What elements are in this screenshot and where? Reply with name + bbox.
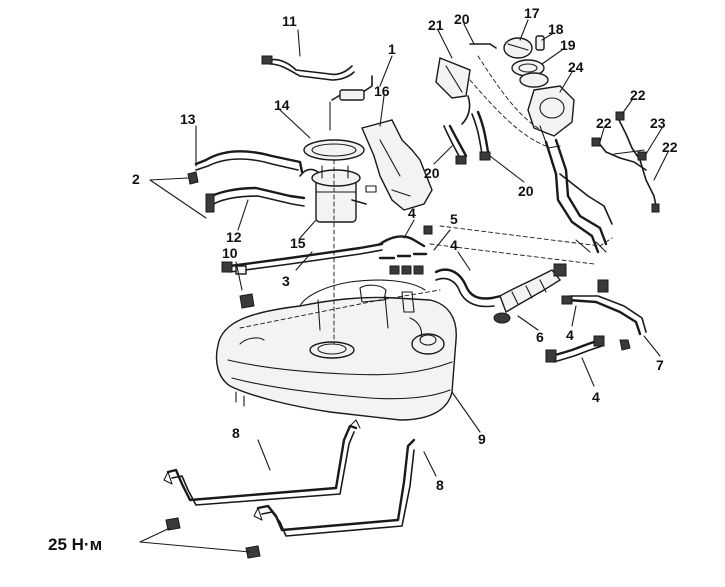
- filler-neck-housing: [527, 85, 575, 149]
- routing-dash-a: [439, 225, 613, 247]
- return-line-lower: [561, 279, 647, 336]
- label-22-top: 22: [630, 87, 646, 103]
- label-1: 1: [388, 41, 396, 57]
- vapor-tube: [221, 242, 384, 273]
- torque-spec: 25 Н·м: [48, 535, 102, 554]
- label-24: 24: [568, 59, 584, 75]
- charcoal-canister: [435, 43, 497, 125]
- label-20-right: 20: [518, 183, 534, 199]
- label-23: 23: [650, 115, 666, 131]
- hose-group-center: [378, 225, 433, 275]
- pump-connector: [329, 75, 373, 131]
- label-4-bottom: 4: [592, 389, 600, 405]
- label-4-right: 4: [450, 237, 458, 253]
- tank-strap-right: [253, 438, 416, 537]
- heat-shield-clip: [365, 185, 377, 193]
- filler-pipe: [544, 138, 613, 254]
- tank-strap-left: [163, 419, 361, 506]
- label-22-mid: 22: [596, 115, 612, 131]
- callout-labels: 1 2 3 4 4 4 4 5 6 7 8 8 9 10 11 12 13 14…: [48, 5, 678, 554]
- label-6: 6: [536, 329, 544, 345]
- label-20-left: 20: [424, 165, 440, 181]
- label-16: 16: [374, 83, 390, 99]
- label-11: 11: [282, 13, 297, 29]
- vent-hose-20a: [443, 124, 468, 165]
- label-5: 5: [450, 211, 458, 227]
- label-3: 3: [282, 273, 290, 289]
- hose-route-dash-2: [469, 79, 547, 147]
- label-4-lower: 4: [566, 327, 574, 343]
- label-8-left: 8: [232, 425, 240, 441]
- wire-harness: [261, 55, 355, 81]
- fuel-line-lower: [205, 186, 306, 213]
- hose-lower-right: [545, 335, 631, 363]
- label-17: 17: [524, 5, 540, 21]
- filler-ring: [511, 59, 549, 88]
- label-15: 15: [290, 235, 306, 251]
- cap-seal: [535, 35, 545, 51]
- filler-vent-hose: [434, 268, 512, 308]
- vent-line-right: [591, 111, 660, 213]
- label-12: 12: [226, 229, 242, 245]
- fuel-cap: [503, 37, 533, 59]
- label-22-right: 22: [662, 139, 678, 155]
- heat-shield: [361, 119, 433, 211]
- label-8-right: 8: [436, 477, 444, 493]
- label-21: 21: [428, 17, 444, 33]
- label-9: 9: [478, 431, 486, 447]
- label-19: 19: [560, 37, 576, 53]
- fuel-line-upper: [194, 150, 304, 174]
- label-4-center: 4: [408, 205, 416, 221]
- leader-lines: [139, 19, 669, 553]
- fuel-pump-assembly: [299, 165, 367, 223]
- vent-hose-20b: [471, 110, 491, 161]
- label-18: 18: [548, 21, 564, 37]
- tank-clamp-nut: [235, 265, 255, 309]
- label-13: 13: [180, 111, 196, 127]
- strap-bolt-rear: [245, 545, 261, 559]
- strap-bolt-front: [165, 517, 181, 531]
- hose-route-dash-1: [477, 55, 549, 135]
- label-10: 10: [222, 245, 238, 261]
- label-2: 2: [132, 171, 140, 187]
- routing-dash-c: [239, 289, 441, 329]
- filler-hose: [493, 263, 567, 324]
- line-clip-upper: [187, 171, 199, 185]
- label-20-top: 20: [454, 11, 470, 27]
- label-7: 7: [656, 357, 664, 373]
- label-14: 14: [274, 97, 290, 113]
- fuel-pump-gasket: [303, 139, 365, 161]
- fuel-tank: [215, 279, 457, 421]
